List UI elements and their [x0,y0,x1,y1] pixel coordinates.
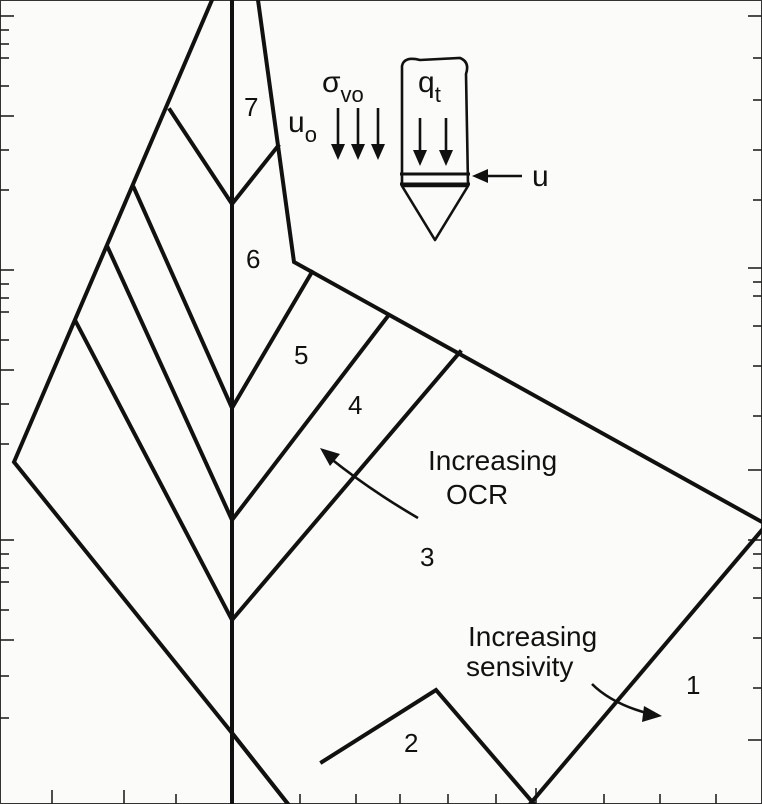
ocr-arrow [329,456,419,520]
ocr-annotation-line2: OCR [446,479,508,510]
zone-6-label: 6 [246,244,260,274]
outer-boundary-bottom-right [527,527,762,804]
vertical-stress-symbol: σvo [322,66,364,107]
zone-4-label: 4 [348,390,362,420]
zone-5-label: 5 [294,340,308,370]
qt-arrow-left [413,150,427,166]
pore-pressure-u-symbol: u [532,160,549,193]
chevron-3-4 [73,319,463,624]
sensitivity-arrow [591,683,651,716]
sensitivity-annotation-line1: Increasing [468,621,597,652]
zone-2-label: 2 [404,728,418,758]
right-axis-ticks [748,15,762,741]
stress-arrows [331,108,385,160]
left-axis-ticks [0,15,14,719]
bottom-axis-ticks [51,788,717,804]
zone-1-label: 1 [686,670,700,700]
chevron-4-5 [105,245,391,524]
sensitivity-annotation-line2: sensivity [466,651,573,682]
zone-7-label: 7 [244,92,258,122]
zone-2-boundary [319,687,537,804]
cone-shaft [400,56,470,186]
chevron-5-6 [131,185,315,413]
cone-tip [400,184,470,242]
u-arrowhead [472,169,488,183]
ocr-annotation-line1: Increasing [428,445,557,476]
cone-resistance-symbol: qt [418,66,441,107]
ocr-arrowhead [320,448,340,466]
outer-boundary-bottom-left [229,730,291,804]
sensitivity-arrowhead [642,706,662,722]
outer-boundary-top-right [255,0,762,525]
zone-3-label: 3 [420,542,434,572]
chevron-6-7 [167,107,281,208]
pore-pressure-uo-symbol: uo [288,106,317,147]
cone-probe-schematic: uo σvo qt u [288,56,549,242]
qt-arrow-right [439,150,453,166]
